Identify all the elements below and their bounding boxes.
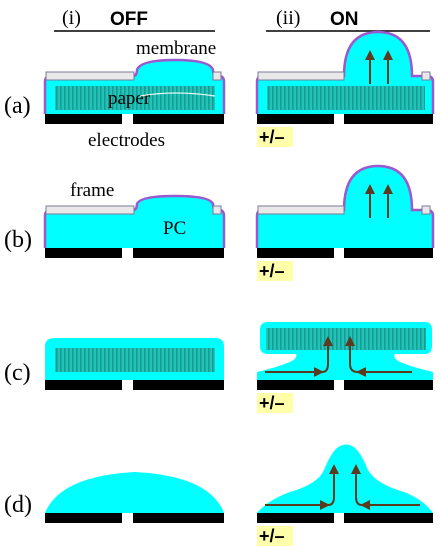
row-a-off [43, 58, 226, 124]
row-label-d: (d) [4, 492, 32, 518]
highlight-outlines [40, 92, 216, 205]
flow-arrow [345, 336, 359, 373]
label-frame: frame [70, 180, 114, 201]
polarity-label: +/– [259, 127, 285, 147]
electrode-right [133, 513, 224, 523]
frame-left [257, 205, 345, 215]
frame-left [257, 71, 345, 81]
electrode-right [133, 114, 224, 124]
frame-left [45, 205, 135, 215]
frame-left [45, 71, 135, 81]
row-label-c: (c) [4, 360, 31, 386]
flow-arrow [351, 464, 363, 506]
electrode-right [344, 114, 433, 124]
electrode-left [257, 380, 334, 390]
label-electrodes: electrodes [88, 130, 165, 151]
polarity-badge [257, 261, 293, 281]
frame-right [212, 205, 222, 215]
fluid-body [45, 196, 224, 248]
electrode-left [45, 380, 122, 390]
label-membrane: membrane [136, 38, 216, 59]
droplet [45, 472, 224, 513]
frame-right [421, 71, 431, 81]
row-a-on: +/– [255, 30, 435, 147]
frame-right [212, 71, 222, 81]
row-b-off: PC [43, 194, 226, 258]
electrode-right [344, 380, 433, 390]
paper [55, 348, 215, 372]
droplet [257, 444, 433, 513]
polarity-badge [257, 127, 293, 147]
electrode-left [257, 248, 334, 258]
flow-arrow [327, 464, 339, 506]
row-d-off [45, 472, 224, 523]
electrode-right [344, 248, 433, 258]
polarity-label: +/– [259, 261, 285, 281]
col-left-roman: (i) [62, 7, 81, 29]
electrode-right [133, 248, 224, 258]
paper [267, 86, 425, 110]
row-d-on: +/– [257, 444, 433, 546]
row-label-b: (b) [4, 227, 32, 253]
electrode-left [45, 114, 122, 124]
polarity-label: +/– [259, 526, 285, 546]
flow-arrow [321, 336, 333, 373]
paper [55, 86, 215, 110]
col-right-state: ON [330, 9, 359, 30]
label-paper: paper [108, 88, 151, 109]
electrode-left [45, 248, 122, 258]
paper [266, 328, 426, 350]
frame-right [421, 205, 431, 215]
electrode-left [257, 513, 334, 523]
col-right-roman: (ii) [276, 7, 300, 29]
electrode-left [45, 513, 122, 523]
col-left-state: OFF [110, 9, 148, 30]
electrode-right [133, 380, 224, 390]
row-c-off [45, 338, 224, 390]
polarity-label: +/– [259, 393, 285, 413]
electrode-right [344, 513, 433, 523]
polarity-badge [257, 393, 293, 413]
label-pc: PC [163, 218, 186, 239]
electrode-left [257, 114, 334, 124]
row-b-on: +/– [255, 164, 435, 281]
row-label-a: (a) [4, 93, 31, 119]
polarity-badge [257, 526, 293, 546]
row-c-on: +/– [257, 322, 433, 413]
